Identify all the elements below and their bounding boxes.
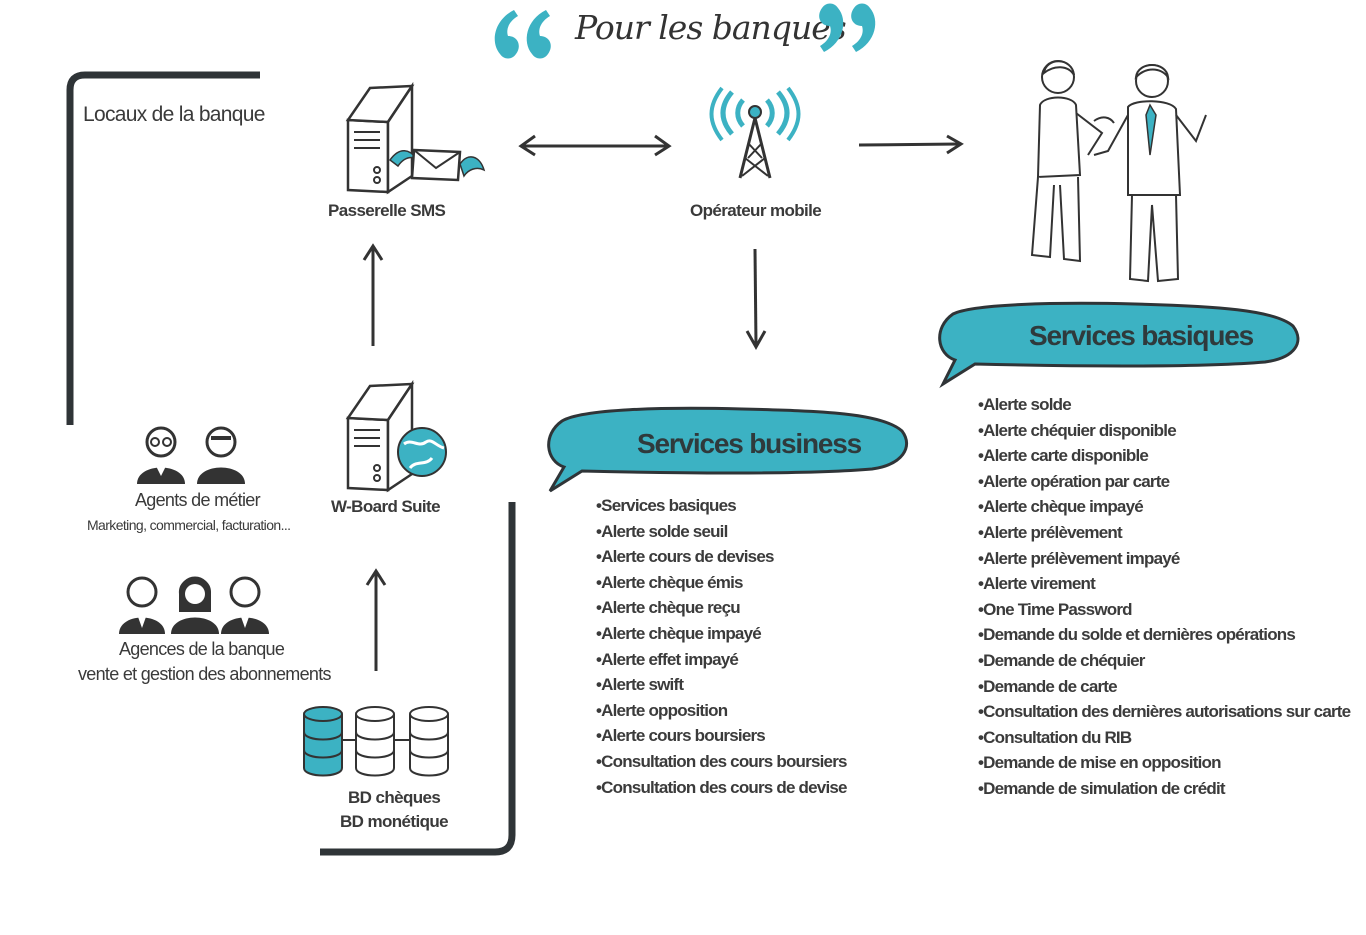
bank-agencies-title: Agences de la banque (119, 639, 285, 659)
arrow-operator-services (745, 248, 767, 351)
list-item: Demande de chéquier (978, 648, 1350, 674)
list-item: Services basiques (596, 493, 847, 519)
list-item: Alerte cours de devises (596, 544, 847, 570)
list-item: Alerte prélèvement (978, 520, 1350, 546)
arrow-operator-customers (858, 134, 964, 155)
bank-agencies-subtitle: vente et gestion des abonnements (78, 664, 331, 684)
list-item: Consultation du RIB (978, 725, 1350, 751)
list-item: Alerte chèque impayé (978, 494, 1350, 520)
list-item: Consultation des cours de devise (596, 775, 847, 801)
arrow-wboard-gateway (362, 243, 384, 346)
server-globe-icon (345, 379, 447, 493)
arrow-db-wboard (365, 568, 387, 671)
basic-services-bubble (938, 301, 1300, 389)
list-item: Alerte chèque reçu (596, 595, 847, 621)
basic-services-list: Alerte solde Alerte chéquier disponible … (978, 392, 1351, 802)
wboard-label: W-Board Suite (331, 497, 441, 516)
open-quote-icon (494, 10, 551, 59)
list-item: Alerte chèque émis (596, 570, 847, 596)
business-services-title: Services business (637, 428, 862, 459)
business-agents-icon (137, 426, 245, 484)
database-label-1: BD chèques (348, 788, 441, 807)
premises-frame (66, 71, 516, 856)
list-item: Demande de carte (978, 674, 1350, 700)
premises-label: Locaux de la banque (83, 103, 265, 126)
database-label-2: BD monétique (340, 812, 449, 831)
business-agents-subtitle: Marketing, commercial, facturation... (87, 517, 291, 533)
business-services-bubble (547, 406, 909, 493)
list-item: Alerte chèque impayé (596, 621, 847, 647)
list-item: Alerte opposition (596, 698, 847, 724)
list-item: Alerte carte disponible (978, 443, 1350, 469)
list-item: One Time Password (978, 597, 1350, 623)
business-agents-title: Agents de métier (135, 490, 261, 510)
database-icon (303, 706, 449, 777)
list-item: Alerte effet impayé (596, 647, 847, 673)
list-item: Demande de mise en opposition (978, 750, 1350, 776)
list-item: Alerte prélèvement impayé (978, 546, 1350, 572)
header: Pour les banques (480, 0, 890, 62)
bank-agencies-icon (119, 576, 269, 634)
list-item: Alerte opération par carte (978, 469, 1350, 495)
arrow-gateway-operator (518, 134, 672, 157)
list-item: Consultation des cours boursiers (596, 749, 847, 775)
handshake-people-icon (1030, 60, 1207, 283)
list-item: Alerte swift (596, 672, 847, 698)
mobile-operator-label: Opérateur mobile (690, 201, 822, 220)
business-services-list: Services basiques Alerte solde seuil Ale… (596, 493, 847, 800)
list-item: Alerte cours boursiers (596, 723, 847, 749)
list-item: Consultation des dernières autorisations… (978, 699, 1351, 725)
list-item: Alerte virement (978, 571, 1350, 597)
close-quote-icon (819, 3, 876, 52)
antenna-icon (709, 86, 801, 179)
server-mail-icon (345, 81, 486, 195)
list-item: Demande de simulation de crédit (978, 776, 1350, 802)
list-item: Alerte solde (978, 392, 1350, 418)
page-title: Pour les banques (575, 8, 847, 47)
basic-services-title: Services basiques (1029, 320, 1254, 351)
list-item: Demande du solde et dernières opérations (978, 622, 1350, 648)
list-item: Alerte solde seuil (596, 519, 847, 545)
list-item: Alerte chéquier disponible (978, 418, 1350, 444)
sms-gateway-label: Passerelle SMS (328, 201, 446, 220)
